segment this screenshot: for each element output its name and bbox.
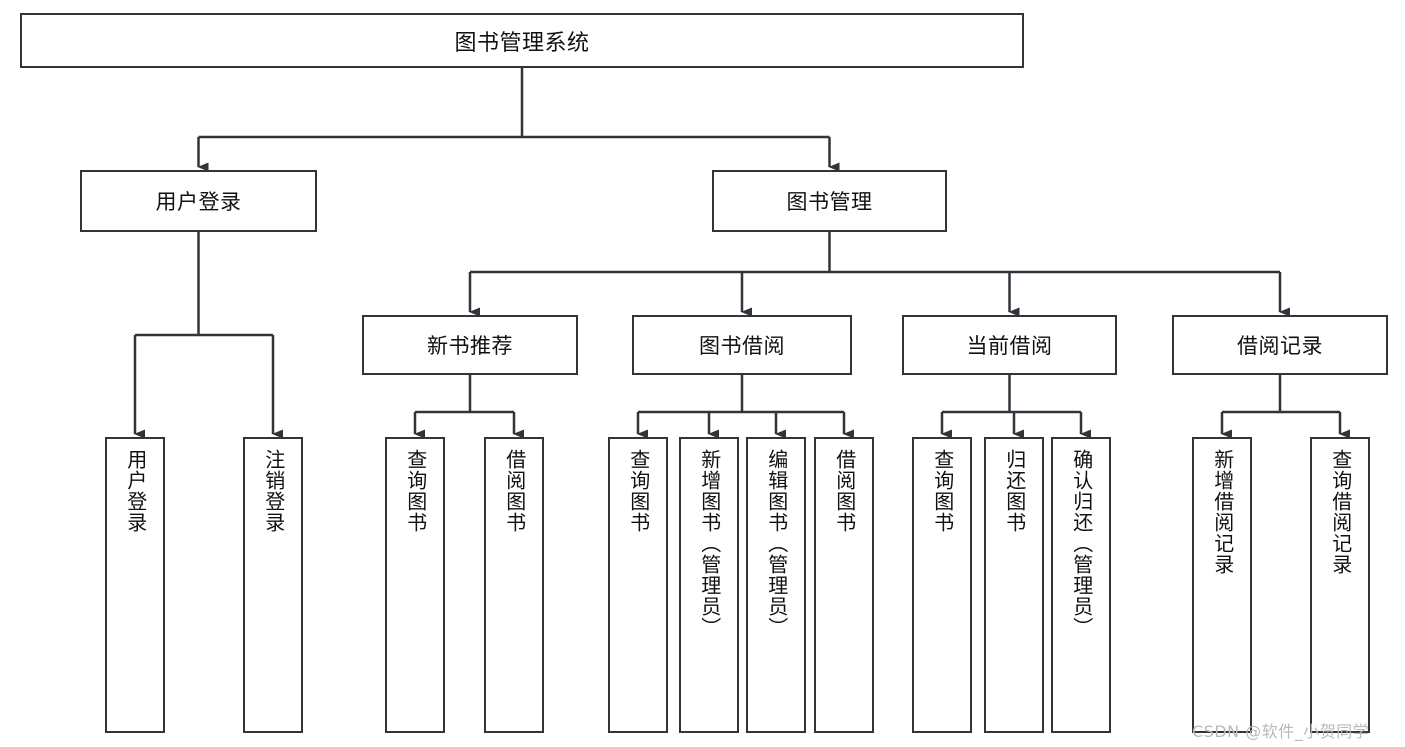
leaf-node-borrow-borrow-book[interactable]: 借阅图书	[814, 437, 874, 733]
leaf-label: 用户登录	[123, 449, 148, 533]
node-new-book-recommend[interactable]: 新书推荐	[362, 315, 578, 375]
leaf-node-record-add-record[interactable]: 新增借阅记录	[1192, 437, 1252, 733]
leaf-node-record-query-record[interactable]: 查询借阅记录	[1310, 437, 1370, 733]
leaf-label: 查询借阅记录	[1328, 449, 1353, 575]
leaf-label: 注销登录	[261, 449, 286, 533]
leaf-label: 归还图书	[1002, 449, 1027, 533]
leaf-node-current-return-book[interactable]: 归还图书	[984, 437, 1044, 733]
node-user-login[interactable]: 用户登录	[80, 170, 317, 232]
leaf-label: 新增图书（管理员）	[697, 449, 722, 638]
node-borrow-record[interactable]: 借阅记录	[1172, 315, 1388, 375]
leaf-node-recommend-borrow-book[interactable]: 借阅图书	[484, 437, 544, 733]
node-book-management[interactable]: 图书管理	[712, 170, 947, 232]
leaf-label: 新增借阅记录	[1210, 449, 1235, 575]
leaf-node-current-confirm-return[interactable]: 确认归还（管理员）	[1051, 437, 1111, 733]
node-book-borrow[interactable]: 图书借阅	[632, 315, 852, 375]
node-current-borrow[interactable]: 当前借阅	[902, 315, 1117, 375]
node-root-system[interactable]: 图书管理系统	[20, 13, 1024, 68]
leaf-node-logout[interactable]: 注销登录	[243, 437, 303, 733]
leaf-node-borrow-query-book[interactable]: 查询图书	[608, 437, 668, 733]
leaf-label: 确认归还（管理员）	[1069, 449, 1094, 638]
leaf-node-borrow-edit-book[interactable]: 编辑图书（管理员）	[746, 437, 806, 733]
leaf-label: 借阅图书	[502, 449, 527, 533]
leaf-label: 编辑图书（管理员）	[764, 449, 789, 638]
leaf-label: 查询图书	[403, 449, 428, 533]
leaf-node-borrow-add-book[interactable]: 新增图书（管理员）	[679, 437, 739, 733]
leaf-node-recommend-query-book[interactable]: 查询图书	[385, 437, 445, 733]
leaf-label: 查询图书	[626, 449, 651, 533]
leaf-node-current-query-book[interactable]: 查询图书	[912, 437, 972, 733]
leaf-label: 借阅图书	[832, 449, 857, 533]
leaf-node-user-login[interactable]: 用户登录	[105, 437, 165, 733]
leaf-label: 查询图书	[930, 449, 955, 533]
